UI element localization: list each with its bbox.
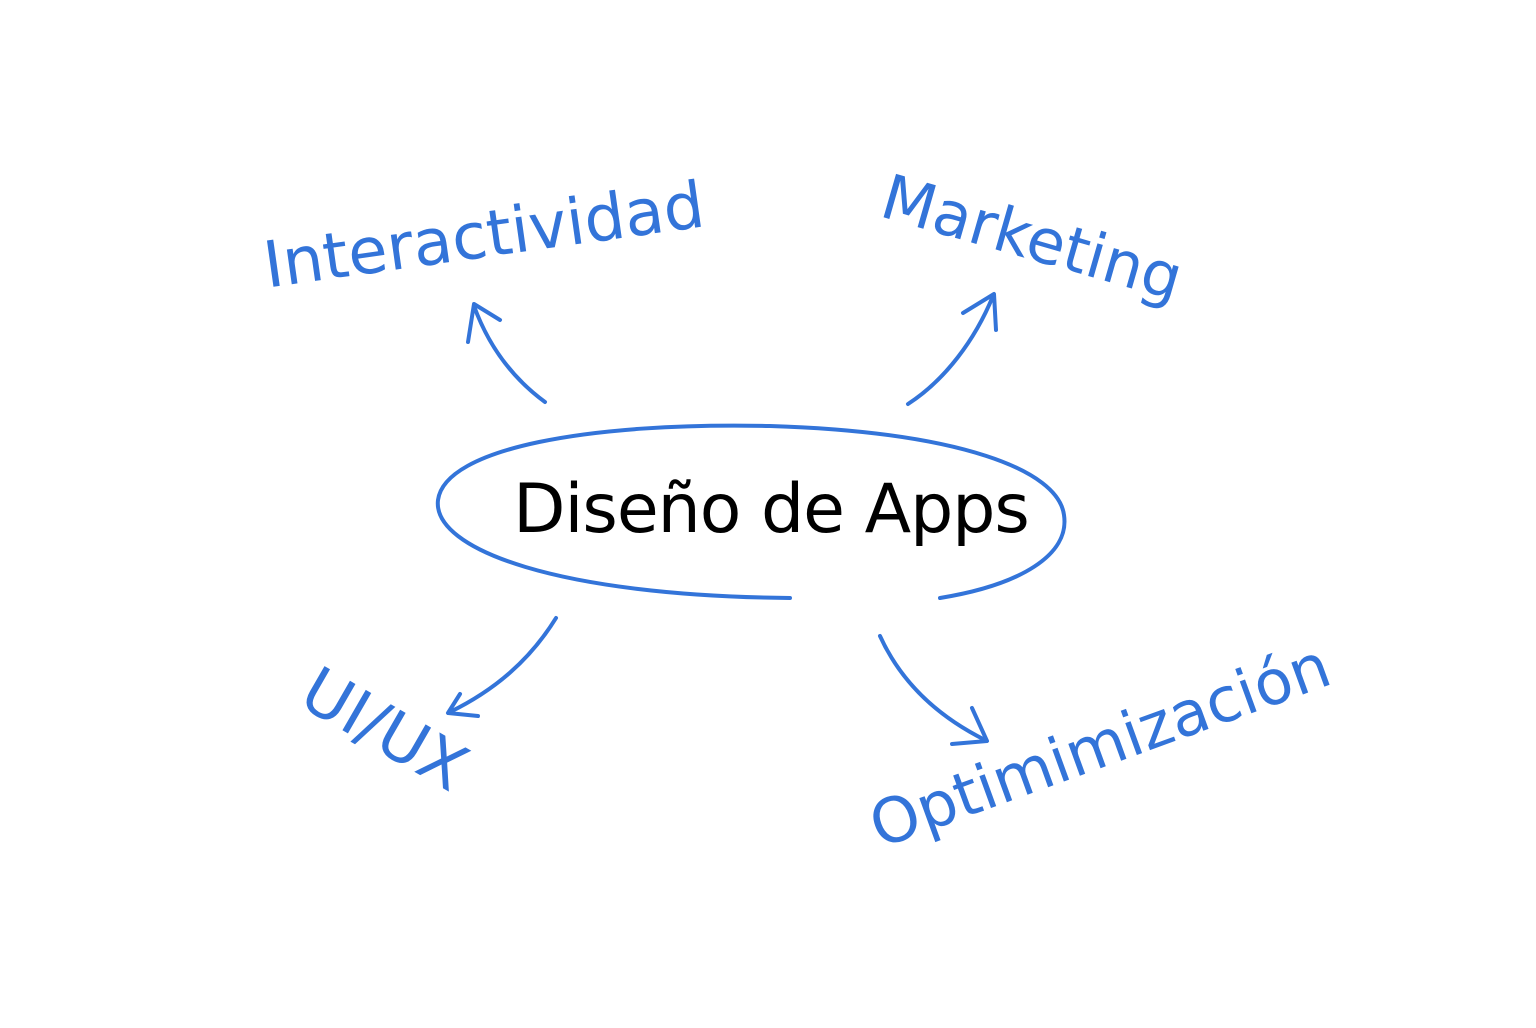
arrowhead-optimizacion (950, 706, 989, 746)
arrowhead-marketing (961, 292, 998, 332)
center-ellipse (435, 423, 1067, 600)
arrowhead-interactividad (466, 302, 502, 344)
arrow-to-optimizacion (878, 634, 987, 742)
arrow-to-marketing (906, 294, 995, 406)
arrow-to-uiux (448, 616, 558, 714)
arrow-to-interactividad (472, 304, 547, 404)
center-node-label: Diseño de Apps (513, 470, 1030, 549)
arrowhead-uiux (446, 692, 480, 718)
